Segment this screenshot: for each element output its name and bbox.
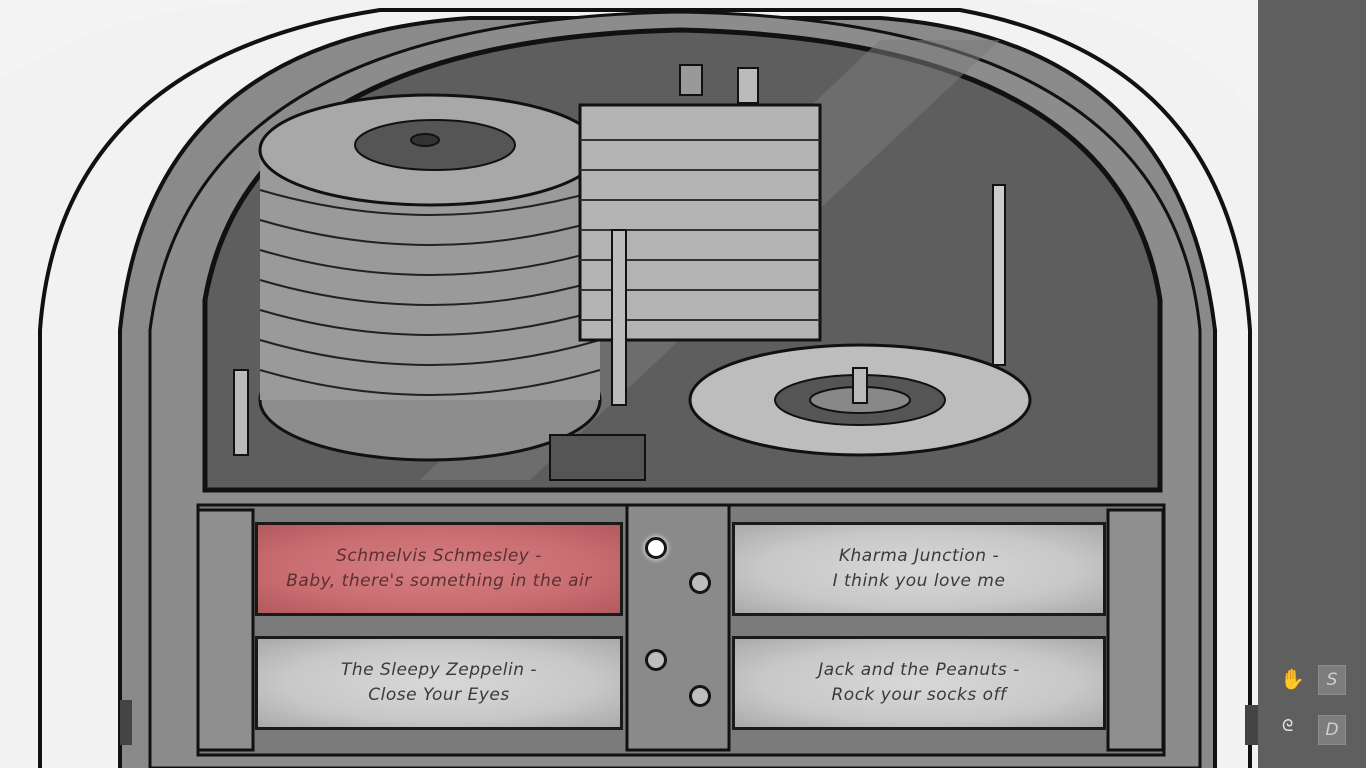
song-card[interactable]: Jack and the Peanuts - Rock your socks o… [732, 636, 1106, 730]
select-button-3[interactable] [645, 649, 667, 671]
song-card[interactable]: Kharma Junction - I think you love me [732, 522, 1106, 616]
select-button-2[interactable] [689, 572, 711, 594]
select-button-4[interactable] [689, 685, 711, 707]
song-artist: Kharma Junction - [838, 546, 1000, 566]
scribble-icon[interactable]: ᘓ [1282, 716, 1294, 735]
song-card[interactable]: The Sleepy Zeppelin - Close Your Eyes [255, 636, 623, 730]
song-artist: Jack and the Peanuts - [818, 660, 1020, 680]
hotkey-d[interactable]: D [1318, 715, 1346, 745]
song-card[interactable]: Schmelvis Schmesley - Baby, there's some… [255, 522, 623, 616]
song-artist: Schmelvis Schmesley - [336, 546, 542, 566]
hand-icon[interactable]: ✋ [1280, 667, 1305, 691]
hotkey-s[interactable]: S [1318, 665, 1346, 695]
select-button-1[interactable] [645, 537, 667, 559]
song-title: I think you love me [832, 571, 1006, 591]
song-title: Baby, there's something in the air [286, 571, 592, 591]
song-title: Rock your socks off [831, 685, 1007, 705]
hotkey-sidebar: ✋ S ᘓ D [1258, 0, 1366, 768]
song-title: Close Your Eyes [368, 685, 510, 705]
song-artist: The Sleepy Zeppelin - [340, 660, 538, 680]
